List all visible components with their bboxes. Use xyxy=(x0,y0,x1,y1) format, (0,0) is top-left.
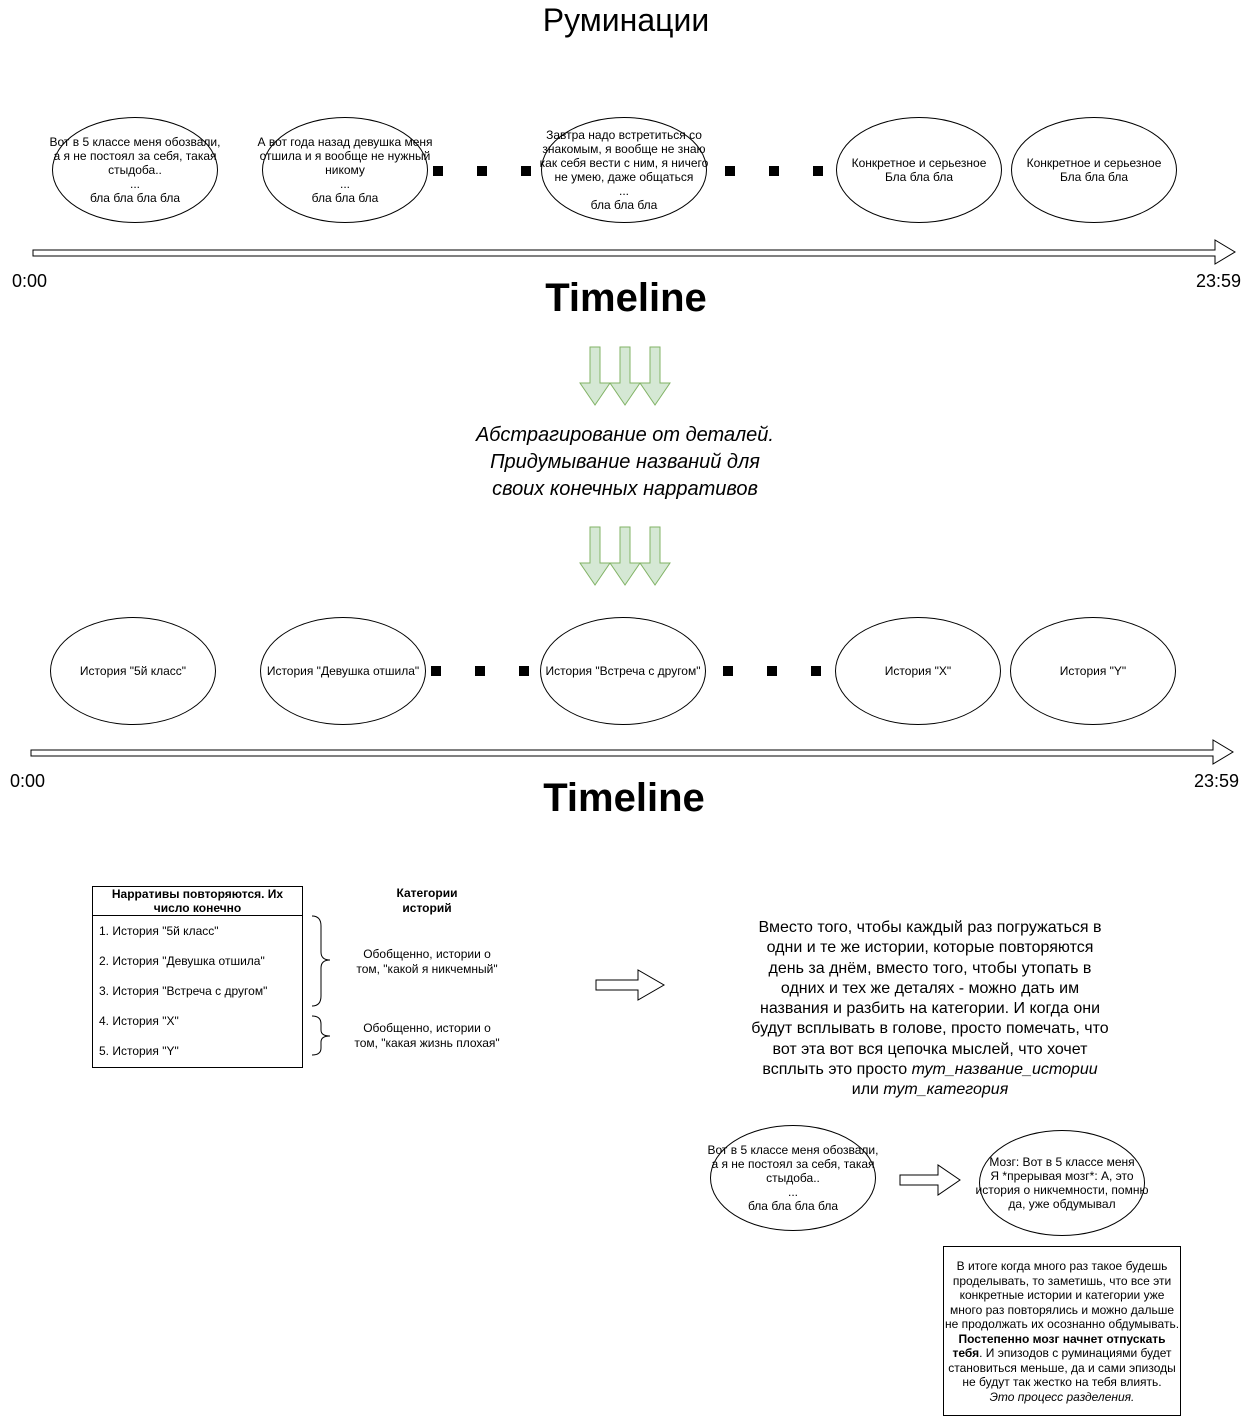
timeline-arrow xyxy=(32,239,1236,265)
conclusion-box: В итоге когда много раз такое будешь про… xyxy=(943,1246,1181,1416)
category-text: Обобщенно, истории о том, "какая жизнь п… xyxy=(354,1021,500,1050)
category-text: Обобщенно, истории о том, "какой я никче… xyxy=(356,947,498,976)
story-ellipse: История "Девушка отшила" xyxy=(260,617,426,725)
list-item: 5. История "Y" xyxy=(99,1044,179,1058)
ellipsis-dot xyxy=(811,666,821,676)
story-text: История "Y" xyxy=(1059,664,1127,678)
ellipsis-dot xyxy=(431,666,441,676)
brace-icon xyxy=(311,915,331,1056)
ellipsis-dot xyxy=(723,666,733,676)
categories-header: Категории историй xyxy=(396,886,458,915)
story-text: История "Встреча с другом" xyxy=(545,664,701,678)
triple-down-arrow-icon xyxy=(579,526,671,586)
timeline-start: 0:00 xyxy=(12,271,48,291)
timeline-end: 23:59 xyxy=(1194,771,1240,791)
event-text: Конкретное и серьезное Бла бла бла xyxy=(1026,156,1162,184)
conclusion-text-2: . И эпизодов с руминациями будет станови… xyxy=(948,1346,1176,1389)
explanation-text: Вместо того, чтобы каждый раз погружатьс… xyxy=(700,918,1160,1101)
list-item: 4. История "X" xyxy=(99,1014,179,1028)
ellipsis-dot xyxy=(433,166,443,176)
ellipsis-dot xyxy=(813,166,823,176)
ellipsis-dot xyxy=(477,166,487,176)
explanation-body: Вместо того, чтобы каждый раз погружатьс… xyxy=(751,919,1109,1079)
event-text: Конкретное и серьезное Бла бла бла xyxy=(851,156,987,184)
timeline-end: 23:59 xyxy=(1196,271,1242,291)
narratives-list: Нарративы повторяются. Их число конечно … xyxy=(92,886,303,1068)
timeline-label: Timeline xyxy=(545,276,707,320)
event-ellipse: А вот года назад девушка меня отшила и я… xyxy=(257,117,433,223)
right-arrow-icon xyxy=(899,1164,961,1196)
ellipsis-dot xyxy=(725,166,735,176)
story-text: История "X" xyxy=(884,664,952,678)
explanation-category: тут_категория xyxy=(883,1081,1009,1099)
timeline-start: 0:00 xyxy=(10,771,46,791)
example-before-text: Вот в 5 классе меня обозвали, а я не пос… xyxy=(707,1143,879,1213)
event-ellipse: Конкретное и серьезное Бла бла бла xyxy=(1011,117,1177,223)
story-ellipse: История "Встреча с другом" xyxy=(540,617,706,725)
example-after-text: Мозг: Вот в 5 классе меня Я *прерывая мо… xyxy=(975,1155,1149,1211)
story-ellipse: История "5й класс" xyxy=(50,617,216,725)
story-ellipse: История "X" xyxy=(835,617,1001,725)
explanation-story-name: тут_название_истории xyxy=(911,1061,1098,1079)
example-before-ellipse: Вот в 5 классе меня обозвали, а я не пос… xyxy=(708,1125,878,1231)
right-arrow-icon xyxy=(595,969,666,1001)
list-header: Нарративы повторяются. Их число конечно xyxy=(93,887,302,916)
conclusion-text: В итоге когда много раз такое будешь про… xyxy=(944,1259,1180,1331)
ellipsis-dot xyxy=(767,666,777,676)
timeline-label: Timeline xyxy=(543,776,705,820)
diagram-title: Руминации xyxy=(542,2,710,38)
story-text: История "Девушка отшила" xyxy=(266,664,420,678)
ellipsis-dot xyxy=(521,166,531,176)
event-ellipse: Конкретное и серьезное Бла бла бла xyxy=(836,117,1002,223)
conclusion-italic: Это процесс разделения. xyxy=(989,1389,1135,1404)
timeline-arrow xyxy=(30,739,1234,765)
event-text: А вот года назад девушка меня отшила и я… xyxy=(257,135,433,205)
explanation-or: или xyxy=(851,1081,884,1099)
ellipsis-dot xyxy=(519,666,529,676)
list-item: 2. История "Девушка отшила" xyxy=(99,954,265,968)
event-text: Вот в 5 классе меня обозвали, а я не пос… xyxy=(49,135,221,205)
list-item: 1. История "5й класс" xyxy=(99,924,219,938)
event-text: Завтра надо встретиться со знакомым, я в… xyxy=(539,128,709,212)
triple-down-arrow-icon xyxy=(579,346,671,406)
ellipsis-dot xyxy=(769,166,779,176)
transition-text: Абстрагирование от деталей. Придумывание… xyxy=(476,424,774,500)
story-text: История "5й класс" xyxy=(79,664,187,678)
event-ellipse: Завтра надо встретиться со знакомым, я в… xyxy=(540,117,708,223)
event-ellipse: Вот в 5 классе меня обозвали, а я не пос… xyxy=(50,117,220,223)
conclusion-bold: Постепенно мозг начнет отпускать тебя xyxy=(952,1331,1166,1361)
ellipsis-dot xyxy=(475,666,485,676)
list-item: 3. История "Встреча с другом" xyxy=(99,984,268,998)
story-ellipse: История "Y" xyxy=(1010,617,1176,725)
example-after-ellipse: Мозг: Вот в 5 классе меня Я *прерывая мо… xyxy=(976,1130,1148,1236)
